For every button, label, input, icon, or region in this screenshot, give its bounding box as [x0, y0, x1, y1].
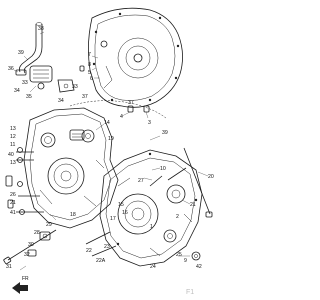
breather-hose	[15, 22, 43, 76]
breather-fitting	[29, 65, 75, 93]
callout-39: 39	[18, 50, 24, 56]
callout-42: 42	[196, 264, 202, 270]
callout-2: 2	[176, 214, 179, 220]
callout-20: 20	[208, 174, 214, 180]
callout-21b: 21	[190, 202, 196, 208]
crankcase-bolts	[3, 147, 213, 265]
callout-33: 33	[22, 80, 28, 86]
callout-37b: 37	[128, 100, 134, 106]
callout-39b: 39	[162, 130, 168, 136]
callout-1: 1	[150, 224, 153, 230]
leader-lines	[13, 31, 209, 271]
callout-35: 35	[26, 94, 32, 100]
callout-34b: 34	[58, 98, 64, 104]
callout-13a: 13	[10, 126, 16, 132]
crankcase-exploded-diagram: 38 39 36 33 34 35 34 7 8 5 6 37 33 37 4 …	[3, 7, 214, 296]
callout-30: 30	[28, 242, 34, 248]
callout-36: 36	[8, 66, 14, 72]
callout-8: 8	[88, 62, 91, 68]
callout-11: 11	[10, 142, 15, 148]
callout-23: 23	[104, 244, 110, 250]
callout-16: 16	[122, 210, 128, 216]
gasket-outline	[69, 100, 167, 119]
figure-watermark: F1	[186, 289, 194, 296]
callout-25: 25	[176, 252, 182, 258]
callout-4: 4	[120, 114, 123, 120]
front-direction-marker: FR	[12, 276, 29, 294]
callout-31: 31	[6, 264, 12, 270]
callout-21: 21	[10, 200, 16, 206]
part-callouts: 38 39 36 33 34 35 34 7 8 5 6 37 33 37 4 …	[6, 26, 214, 270]
right-crankcase	[99, 149, 203, 267]
callout-6: 6	[90, 76, 93, 82]
crankcase-cover	[88, 7, 183, 108]
callout-7: 7	[88, 52, 91, 58]
callout-26: 26	[10, 192, 16, 198]
callout-41: 41	[10, 210, 16, 216]
oil-drain-parts	[27, 231, 201, 261]
callout-10: 10	[160, 166, 166, 172]
callout-27: 27	[138, 178, 144, 184]
left-hardware	[5, 147, 25, 215]
callout-37: 37	[82, 94, 88, 100]
callout-14: 14	[104, 120, 110, 126]
callout-12: 12	[10, 134, 16, 140]
callout-33b: 33	[72, 84, 78, 90]
callout-22a: 22A	[96, 258, 106, 264]
callout-9: 9	[184, 258, 187, 264]
callout-3: 3	[148, 120, 151, 126]
callout-17: 17	[110, 216, 116, 222]
callout-29: 29	[46, 222, 52, 228]
callout-19: 19	[108, 136, 114, 142]
callout-28: 28	[34, 230, 40, 236]
callout-13b: 13	[10, 160, 16, 166]
callout-34: 34	[14, 88, 20, 94]
callout-32: 32	[24, 252, 30, 258]
callout-40: 40	[8, 152, 14, 158]
callout-22: 22	[86, 248, 92, 254]
callout-24: 24	[150, 264, 156, 270]
cover-dowels	[79, 65, 150, 113]
callout-38: 38	[38, 26, 44, 32]
left-crankcase	[23, 107, 119, 229]
callout-15: 15	[118, 202, 124, 208]
front-arrow-icon	[12, 282, 28, 294]
callout-5: 5	[88, 70, 91, 76]
callout-18: 18	[70, 212, 76, 218]
front-label: FR	[22, 276, 29, 282]
